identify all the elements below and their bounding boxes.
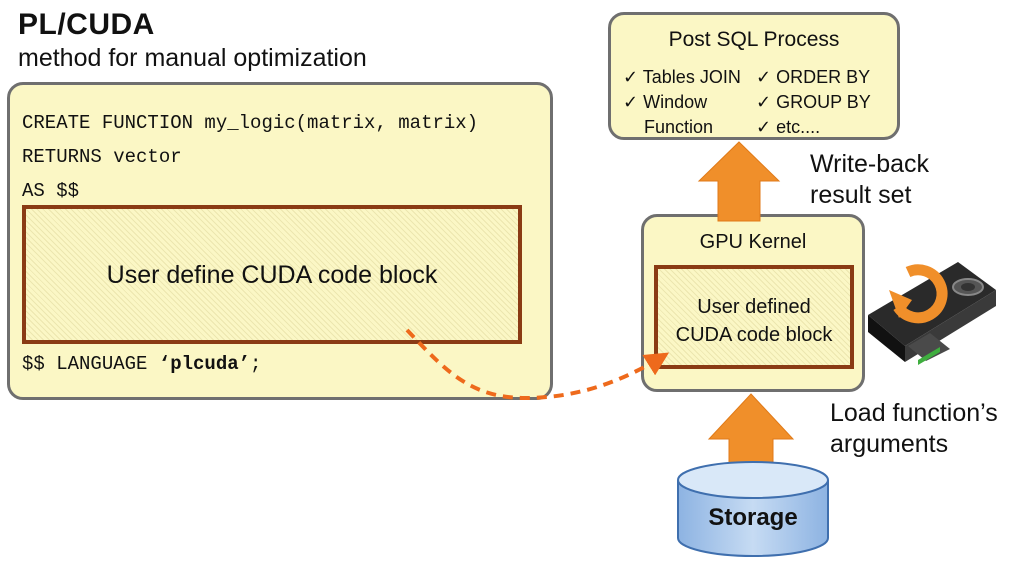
load-arguments-line-2: arguments	[830, 430, 949, 458]
write-back-arrow	[697, 141, 781, 222]
database-cylinder-icon	[677, 461, 829, 557]
gpu-block-line-2: CUDA code block	[675, 324, 833, 346]
gpu-cuda-code-block-label: User defined CUDA code block	[658, 293, 850, 349]
code-line-create: CREATE FUNCTION my_logic(matrix, matrix)	[22, 112, 479, 134]
gpu-kernel-title: GPU Kernel	[699, 231, 807, 253]
gpu-cuda-code-block: User defined CUDA code block	[654, 265, 854, 369]
load-arguments-label: Load function’s arguments	[830, 398, 998, 460]
code-line-returns: RETURNS vector	[22, 146, 182, 168]
write-back-label: Write-back result set	[810, 149, 929, 211]
check-item-label: GROUP BY	[776, 92, 871, 112]
check-icon: ✓	[623, 92, 639, 112]
check-icon: ✓	[623, 67, 639, 87]
code-line-language: $$ LANGUAGE ‘plcuda’;	[22, 353, 261, 375]
code-footer-keyword: ‘plcuda’	[158, 353, 251, 375]
check-item-label-function: Function	[644, 117, 714, 137]
page-title: PL/CUDA	[18, 8, 155, 41]
check-item-label: Window	[643, 92, 708, 112]
user-cuda-code-block: User define CUDA code block	[22, 205, 522, 344]
post-sql-panel: Post SQL Process ✓ Tables JOIN ✓ Window …	[608, 12, 900, 140]
check-icon: ✓	[756, 92, 772, 112]
storage-label: Storage	[708, 504, 798, 531]
refresh-icon	[889, 264, 948, 324]
check-item-tables-join: ✓ Tables JOIN	[623, 67, 741, 88]
code-footer-prefix: $$ LANGUAGE	[22, 353, 159, 375]
load-arguments-line-1: Load function’s	[830, 399, 998, 427]
check-item-window: ✓ Window	[623, 92, 707, 113]
gpu-block-line-1: User defined	[697, 296, 811, 318]
page-subtitle: method for manual optimization	[18, 44, 367, 72]
gpu-kernel-panel: GPU Kernel User defined CUDA code block	[641, 214, 865, 392]
check-icon: ✓	[756, 67, 772, 87]
check-item-etc: ✓ etc....	[756, 117, 820, 138]
check-icon: ✓	[756, 117, 772, 137]
code-footer-suffix: ;	[250, 353, 262, 375]
check-item-label: Tables JOIN	[642, 67, 741, 87]
dashed-connector-arrow	[405, 328, 670, 401]
check-item-order-by: ✓ ORDER BY	[756, 67, 870, 88]
check-item-group-by: ✓ GROUP BY	[756, 92, 871, 113]
gpu-card-icon	[868, 262, 996, 365]
user-cuda-code-block-label: User define CUDA code block	[106, 261, 438, 289]
check-item-label: ORDER BY	[776, 67, 871, 87]
write-back-line-1: Write-back	[810, 150, 930, 178]
load-arguments-arrow	[707, 393, 795, 471]
check-item-label: etc....	[776, 117, 821, 137]
post-sql-title: Post SQL Process	[668, 28, 840, 51]
code-line-as: AS $$	[22, 180, 80, 202]
write-back-line-2: result set	[810, 181, 912, 209]
